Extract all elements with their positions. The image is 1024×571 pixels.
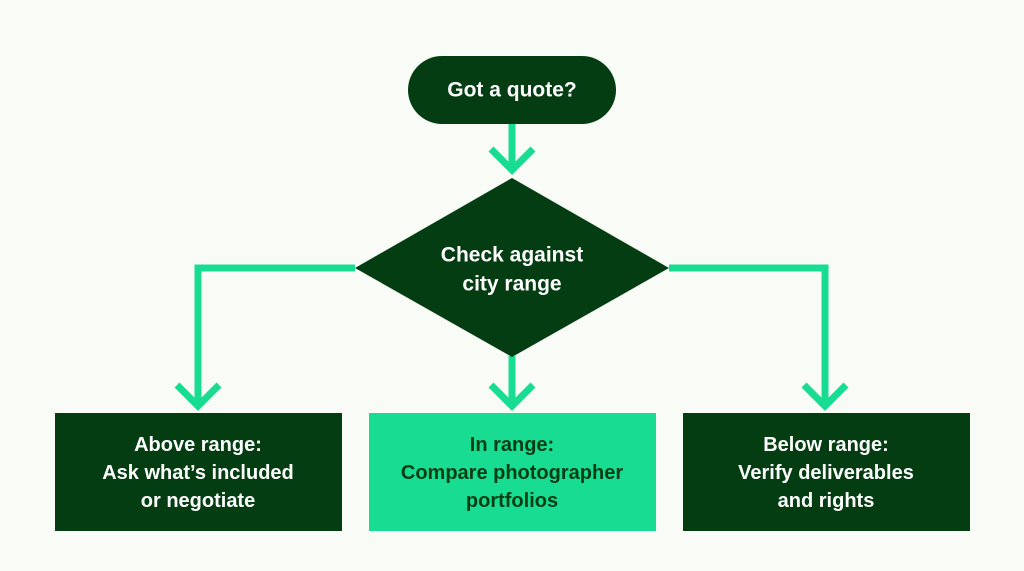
arrowhead-decision-to-in — [488, 382, 536, 411]
decision-node-label-line1: Check against — [441, 244, 583, 267]
outcome-in-range: In range: Compare photographer portfolio… — [369, 413, 656, 531]
outcome-above-range-line3: or negotiate — [141, 490, 255, 512]
outcome-in-range-line2: Compare photographer — [401, 462, 623, 484]
outcome-above-range-line1: Above range: — [134, 434, 262, 456]
connector-decision-to-below — [669, 264, 829, 406]
outcome-above-range-box — [55, 413, 342, 531]
start-node-label: Got a quote? — [447, 79, 577, 102]
outcome-in-range-line1: In range: — [470, 434, 554, 456]
outcome-below-range-box — [683, 413, 970, 531]
decision-node-label-line2: city range — [462, 273, 561, 296]
connector-decision-to-above — [194, 264, 355, 406]
outcome-below-range-line3: and rights — [778, 490, 875, 512]
decision-node-shape — [355, 178, 669, 357]
outcome-below-range: Below range: Verify deliverables and rig… — [683, 413, 970, 531]
start-node: Got a quote? — [408, 56, 616, 124]
outcome-above-range-line2: Ask what’s included — [102, 462, 294, 484]
connectors — [174, 124, 849, 411]
outcome-below-range-line1: Below range: — [763, 434, 889, 456]
outcome-in-range-line3: portfolios — [466, 490, 558, 512]
arrowhead-start-to-decision — [488, 146, 536, 175]
decision-node: Check against city range — [355, 178, 669, 357]
outcome-in-range-box — [369, 413, 656, 531]
outcome-above-range: Above range: Ask what’s included or nego… — [55, 413, 342, 531]
arrowhead-decision-to-below — [801, 382, 849, 411]
outcome-below-range-line2: Verify deliverables — [738, 462, 914, 484]
arrowhead-decision-to-above — [174, 382, 222, 411]
start-node-shape — [408, 56, 616, 124]
